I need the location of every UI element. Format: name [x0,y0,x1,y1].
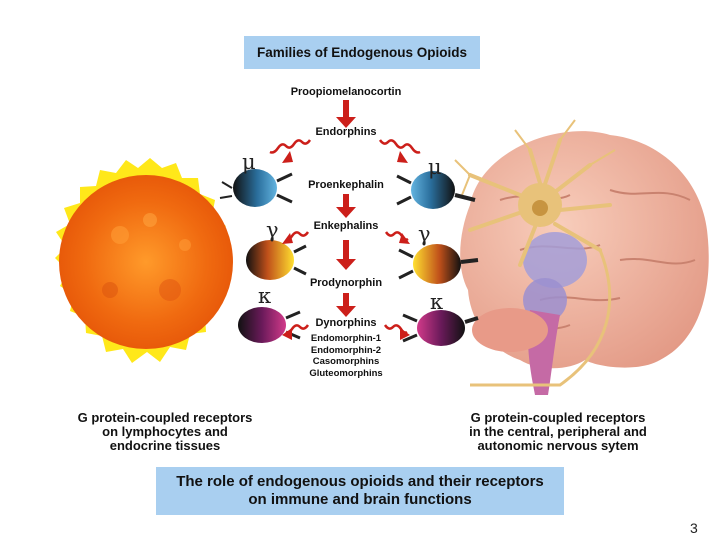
left-caption: G protein-coupled receptors on lymphocyt… [50,411,280,453]
receptor-right-kappa [402,310,479,346]
label-prodynorphin: Prodynorphin [309,277,383,289]
left-gamma-label: γ [266,218,279,242]
left-mu-label: μ [242,150,256,174]
receptor-left-gamma [246,240,307,280]
bottom-box: The role of endogenous opioids and their… [156,467,564,515]
sun-immune-icon [55,158,233,363]
cascade-arrows [336,100,356,317]
left-caption-line: on lymphocytes and [102,424,228,439]
left-caption-line: endocrine tissues [109,438,221,453]
right-kappa-label: κ [430,290,444,314]
peptide-list: Endomorphin-1 Endomorphin-2 Casomorphins… [286,333,406,379]
label-proopiomelanocortin: Proopiomelanocortin [290,86,402,98]
page-number: 3 [690,520,698,536]
receptor-left-mu [219,169,293,207]
title: Families of Endogenous Opioids [256,45,467,60]
right-caption-line: autonomic nervous sytem [477,438,639,453]
label-dynorphins: Dynorphins [315,317,377,329]
label-endorphins: Endorphins [315,126,377,138]
wavy-arrows [269,139,421,340]
label-proenkephalin: Proenkephalin [308,179,384,191]
right-caption: G protein-coupled receptors in the centr… [443,411,673,453]
peptide-item: Endomorphin-2 [310,344,382,356]
left-kappa-label: κ [258,284,272,308]
peptide-item: Gluteomorphins [309,367,383,379]
right-gamma-label: γ [418,222,431,246]
title-box: Families of Endogenous Opioids [244,36,480,69]
peptide-item: Endomorphin-1 [310,333,382,344]
right-caption-line: in the central, peripheral and [469,424,647,439]
right-mu-label: μ [428,155,442,179]
brain-neuron-icon [454,119,709,395]
left-caption-line: G protein-coupled receptors [77,410,253,425]
bottom-box-line: on immune and brain functions [248,491,472,508]
receptor-right-gamma [398,244,479,284]
receptor-right-mu [396,171,476,209]
peptide-item: Casomorphins [312,356,380,367]
bottom-box-line: The role of endogenous opioids and their… [176,473,544,490]
label-enkephalins: Enkephalins [313,220,379,232]
right-caption-line: G protein-coupled receptors [470,410,646,425]
